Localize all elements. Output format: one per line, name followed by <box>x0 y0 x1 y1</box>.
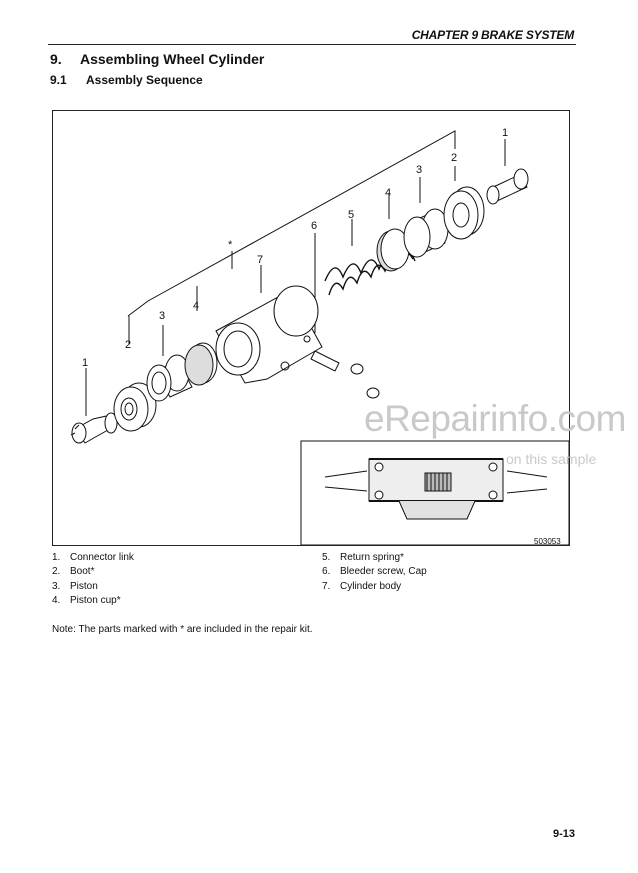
legend-item: 3.Piston <box>52 580 98 592</box>
legend-item: 7.Cylinder body <box>322 580 402 592</box>
connector-link-left <box>70 412 118 444</box>
piston-right <box>403 208 449 258</box>
callout-asterisk: * <box>228 239 233 251</box>
piston-left <box>146 354 193 402</box>
callout-2-left: 2 <box>125 339 131 351</box>
callout-5: 5 <box>348 209 354 221</box>
exploded-view-figure: 1 2 3 4 5 6 7 * 4 3 2 1 <box>52 110 570 546</box>
callout-3-right: 3 <box>416 164 422 176</box>
cylinder-body <box>215 285 323 384</box>
callout-3-left: 3 <box>159 310 165 322</box>
repair-kit-note: Note: The parts marked with * are includ… <box>52 624 313 635</box>
watermark-text: eRepairinfo.com <box>364 398 626 439</box>
upper-bracket-line <box>127 130 456 317</box>
figure-id: 503053 <box>534 537 561 546</box>
subsection-title: Assembly Sequence <box>86 73 203 87</box>
legend-item: 4.Piston cup* <box>52 594 121 606</box>
legend-item: 6.Bleeder screw, Cap <box>322 566 427 578</box>
section-heading: 9. Assembling Wheel Cylinder <box>50 51 264 67</box>
subsection-number: 9.1 <box>50 73 67 87</box>
piston-cup-left <box>184 342 218 386</box>
wheel-cylinder-drawing: 1 2 3 4 5 6 7 * 4 3 2 1 <box>70 127 569 545</box>
section-title: Assembling Wheel Cylinder <box>80 51 265 67</box>
legend-item: 2.Boot* <box>52 566 95 578</box>
watermark-subtext: on this sample <box>506 451 597 467</box>
callout-7: 7 <box>257 254 263 266</box>
callout-4-left: 4 <box>193 300 199 312</box>
boot-left <box>113 382 157 432</box>
piston-cup-right <box>376 228 410 272</box>
legend-left-column: 1.Connector link 2.Boot* 3.Piston 4.Pist… <box>52 551 134 608</box>
chapter-header: CHAPTER 9 BRAKE SYSTEM <box>411 28 574 42</box>
section-number: 9. <box>50 51 62 67</box>
subsection-heading: 9.1 Assembly Sequence <box>50 73 203 87</box>
header-rule <box>48 44 576 45</box>
callout-4-right: 4 <box>385 187 391 199</box>
legend-right-column: 5.Return spring* 6.Bleeder screw, Cap 7.… <box>322 551 427 594</box>
page-number: 9-13 <box>552 828 575 840</box>
boot-right <box>443 186 485 240</box>
bleeder-screw-cap <box>310 350 380 399</box>
legend-item: 5.Return spring* <box>322 552 404 563</box>
callout-1-left: 1 <box>82 357 88 369</box>
cross-section-inset <box>300 440 569 545</box>
connector-link-right <box>486 168 529 205</box>
callout-1-right: 1 <box>502 127 508 139</box>
callout-2-right: 2 <box>451 152 457 164</box>
legend-item: 1.Connector link <box>52 552 134 563</box>
callout-6: 6 <box>311 220 317 232</box>
